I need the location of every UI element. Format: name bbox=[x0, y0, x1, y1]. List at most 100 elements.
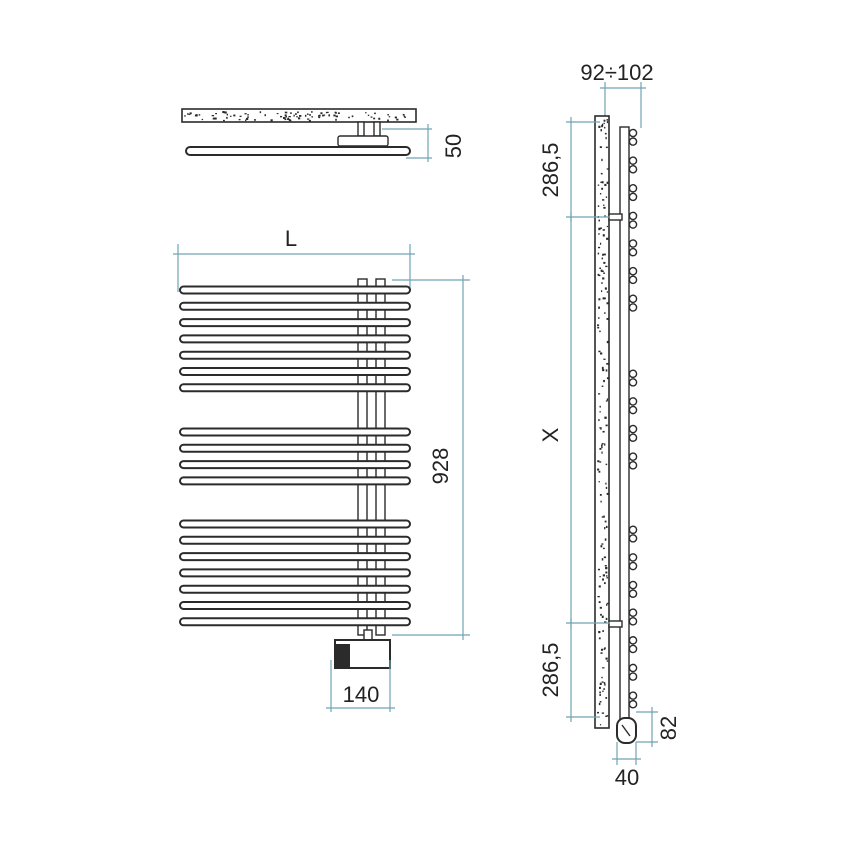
wall-speck bbox=[603, 253, 606, 256]
side-bar-end bbox=[628, 303, 638, 312]
wall-speck bbox=[599, 242, 602, 245]
wall-speck bbox=[270, 119, 273, 122]
wall-speck bbox=[297, 117, 301, 120]
wall-speck bbox=[299, 114, 302, 117]
front-bar bbox=[179, 601, 411, 610]
wall-speck bbox=[601, 676, 603, 679]
top-offset-label: 50 bbox=[441, 134, 466, 158]
wall-speck bbox=[603, 682, 606, 685]
wall-speck bbox=[604, 287, 607, 290]
wall-speck bbox=[601, 558, 604, 561]
wall-speck bbox=[404, 116, 406, 118]
wall-speck bbox=[606, 575, 608, 577]
wall-speck bbox=[603, 582, 606, 585]
wall-speck bbox=[602, 430, 605, 433]
wall-speck bbox=[598, 219, 601, 222]
wall-speck bbox=[602, 253, 604, 256]
wall-speck bbox=[601, 446, 603, 449]
upper-offset-label: 286,5 bbox=[538, 142, 563, 197]
wall-speck bbox=[602, 199, 605, 201]
wall-speck bbox=[597, 711, 599, 714]
wall-speck bbox=[604, 520, 607, 523]
wall-speck bbox=[606, 181, 609, 184]
wall-speck bbox=[606, 119, 609, 121]
side-bar-end bbox=[628, 156, 638, 165]
wall-speck bbox=[600, 545, 603, 548]
side-bar-end bbox=[628, 663, 638, 673]
wall-speck bbox=[602, 229, 605, 231]
wall-speck bbox=[604, 621, 607, 623]
wall-speck bbox=[288, 115, 291, 118]
wall-speck bbox=[601, 123, 604, 126]
top-view: 50 bbox=[181, 108, 466, 162]
wall-speck bbox=[598, 470, 601, 473]
side-bar-end bbox=[628, 672, 638, 681]
wall-speck bbox=[600, 129, 602, 132]
wall-speck bbox=[283, 117, 286, 120]
wall-speck bbox=[335, 115, 338, 118]
wall-speck bbox=[601, 443, 604, 445]
wall-speck bbox=[601, 516, 604, 518]
wall-speck bbox=[334, 111, 337, 114]
wall-speck bbox=[606, 377, 610, 380]
wall-speck bbox=[606, 225, 609, 228]
wall-speck bbox=[597, 205, 600, 207]
side-bar-end bbox=[628, 553, 638, 562]
side-bar-end bbox=[628, 580, 638, 590]
top-view-rail bbox=[185, 146, 411, 156]
wall-speck bbox=[287, 117, 290, 120]
wall-speck bbox=[604, 126, 606, 129]
wall-speck bbox=[606, 237, 609, 240]
wall-speck bbox=[599, 227, 602, 230]
wall-speck bbox=[603, 206, 606, 209]
wall-speck bbox=[601, 615, 604, 618]
wall-speck bbox=[600, 181, 603, 184]
wall-speck bbox=[604, 215, 606, 218]
wall-speck bbox=[605, 146, 608, 149]
wall-speck bbox=[598, 125, 601, 128]
wall-speck bbox=[297, 111, 299, 114]
wall-speck bbox=[184, 115, 186, 117]
wall-speck bbox=[288, 119, 292, 122]
wall-speck bbox=[606, 602, 609, 605]
wall-speck bbox=[601, 366, 604, 370]
side-bar-end bbox=[628, 192, 638, 202]
wall-speck bbox=[284, 114, 287, 117]
wall-speck bbox=[604, 416, 607, 419]
wall-speck bbox=[600, 427, 602, 430]
wall-speck bbox=[601, 444, 603, 447]
wall-speck bbox=[285, 115, 287, 118]
wall-speck bbox=[394, 116, 397, 119]
wall-speck bbox=[604, 683, 606, 686]
wall-speck bbox=[326, 111, 329, 113]
wall-speck bbox=[599, 461, 602, 463]
wall-speck bbox=[603, 261, 606, 264]
wall-speck bbox=[605, 657, 608, 660]
wall-speck bbox=[373, 117, 376, 120]
wall-speck bbox=[601, 385, 604, 387]
wall-speck bbox=[334, 112, 337, 114]
wall-speck bbox=[318, 114, 321, 117]
wall-speck bbox=[600, 282, 603, 284]
wall-speck bbox=[601, 158, 603, 162]
wall-speck bbox=[374, 112, 376, 115]
wall-speck bbox=[605, 525, 608, 528]
wall-speck bbox=[213, 117, 216, 119]
wall-speck bbox=[211, 114, 215, 117]
wall-speck bbox=[606, 492, 609, 495]
wall-speck bbox=[598, 317, 600, 319]
valve-neck bbox=[363, 629, 373, 641]
wall-speck bbox=[597, 568, 601, 571]
wall-speck bbox=[599, 330, 601, 333]
wall-speck bbox=[606, 317, 609, 320]
wall-speck bbox=[604, 132, 607, 135]
wall-speck bbox=[599, 576, 601, 578]
wall-speck bbox=[601, 451, 603, 454]
wall-speck bbox=[229, 115, 232, 117]
front-view: L 928 140 bbox=[173, 226, 470, 712]
side-bar-end bbox=[628, 617, 638, 626]
height-label: 928 bbox=[428, 448, 453, 485]
wall-speck bbox=[599, 267, 601, 270]
wall-speck bbox=[597, 184, 600, 186]
